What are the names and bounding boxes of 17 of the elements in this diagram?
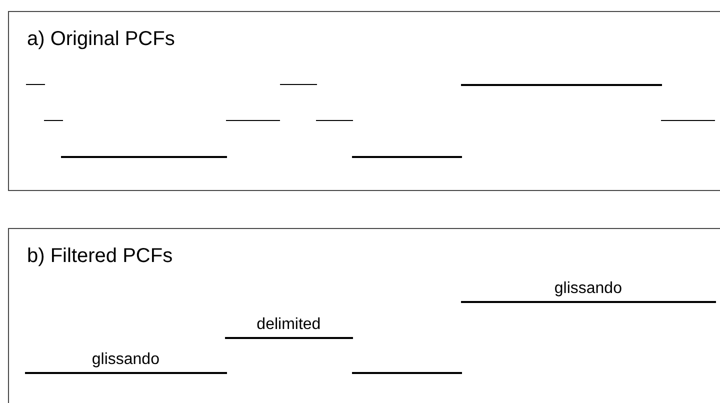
- segment-label: glissando: [90, 350, 160, 369]
- segment-line: [60, 156, 227, 158]
- segment-label: delimited: [256, 316, 322, 334]
- segment-line: [44, 120, 63, 121]
- segment-line: [352, 156, 462, 158]
- panel-title: b) Filtered PCFs: [27, 245, 173, 268]
- segment-line: [280, 84, 317, 85]
- segment-line: [26, 84, 45, 85]
- segment-line: [352, 372, 462, 374]
- segment-label: glissando: [553, 280, 623, 298]
- segment-line: [226, 120, 280, 121]
- segment-line: [660, 120, 715, 121]
- panel-frame: [8, 11, 720, 191]
- panel-frame: [8, 228, 720, 403]
- panel-title: a) Original PCFs: [27, 28, 175, 51]
- segment-line: [460, 84, 662, 86]
- segment-line: [316, 120, 353, 121]
